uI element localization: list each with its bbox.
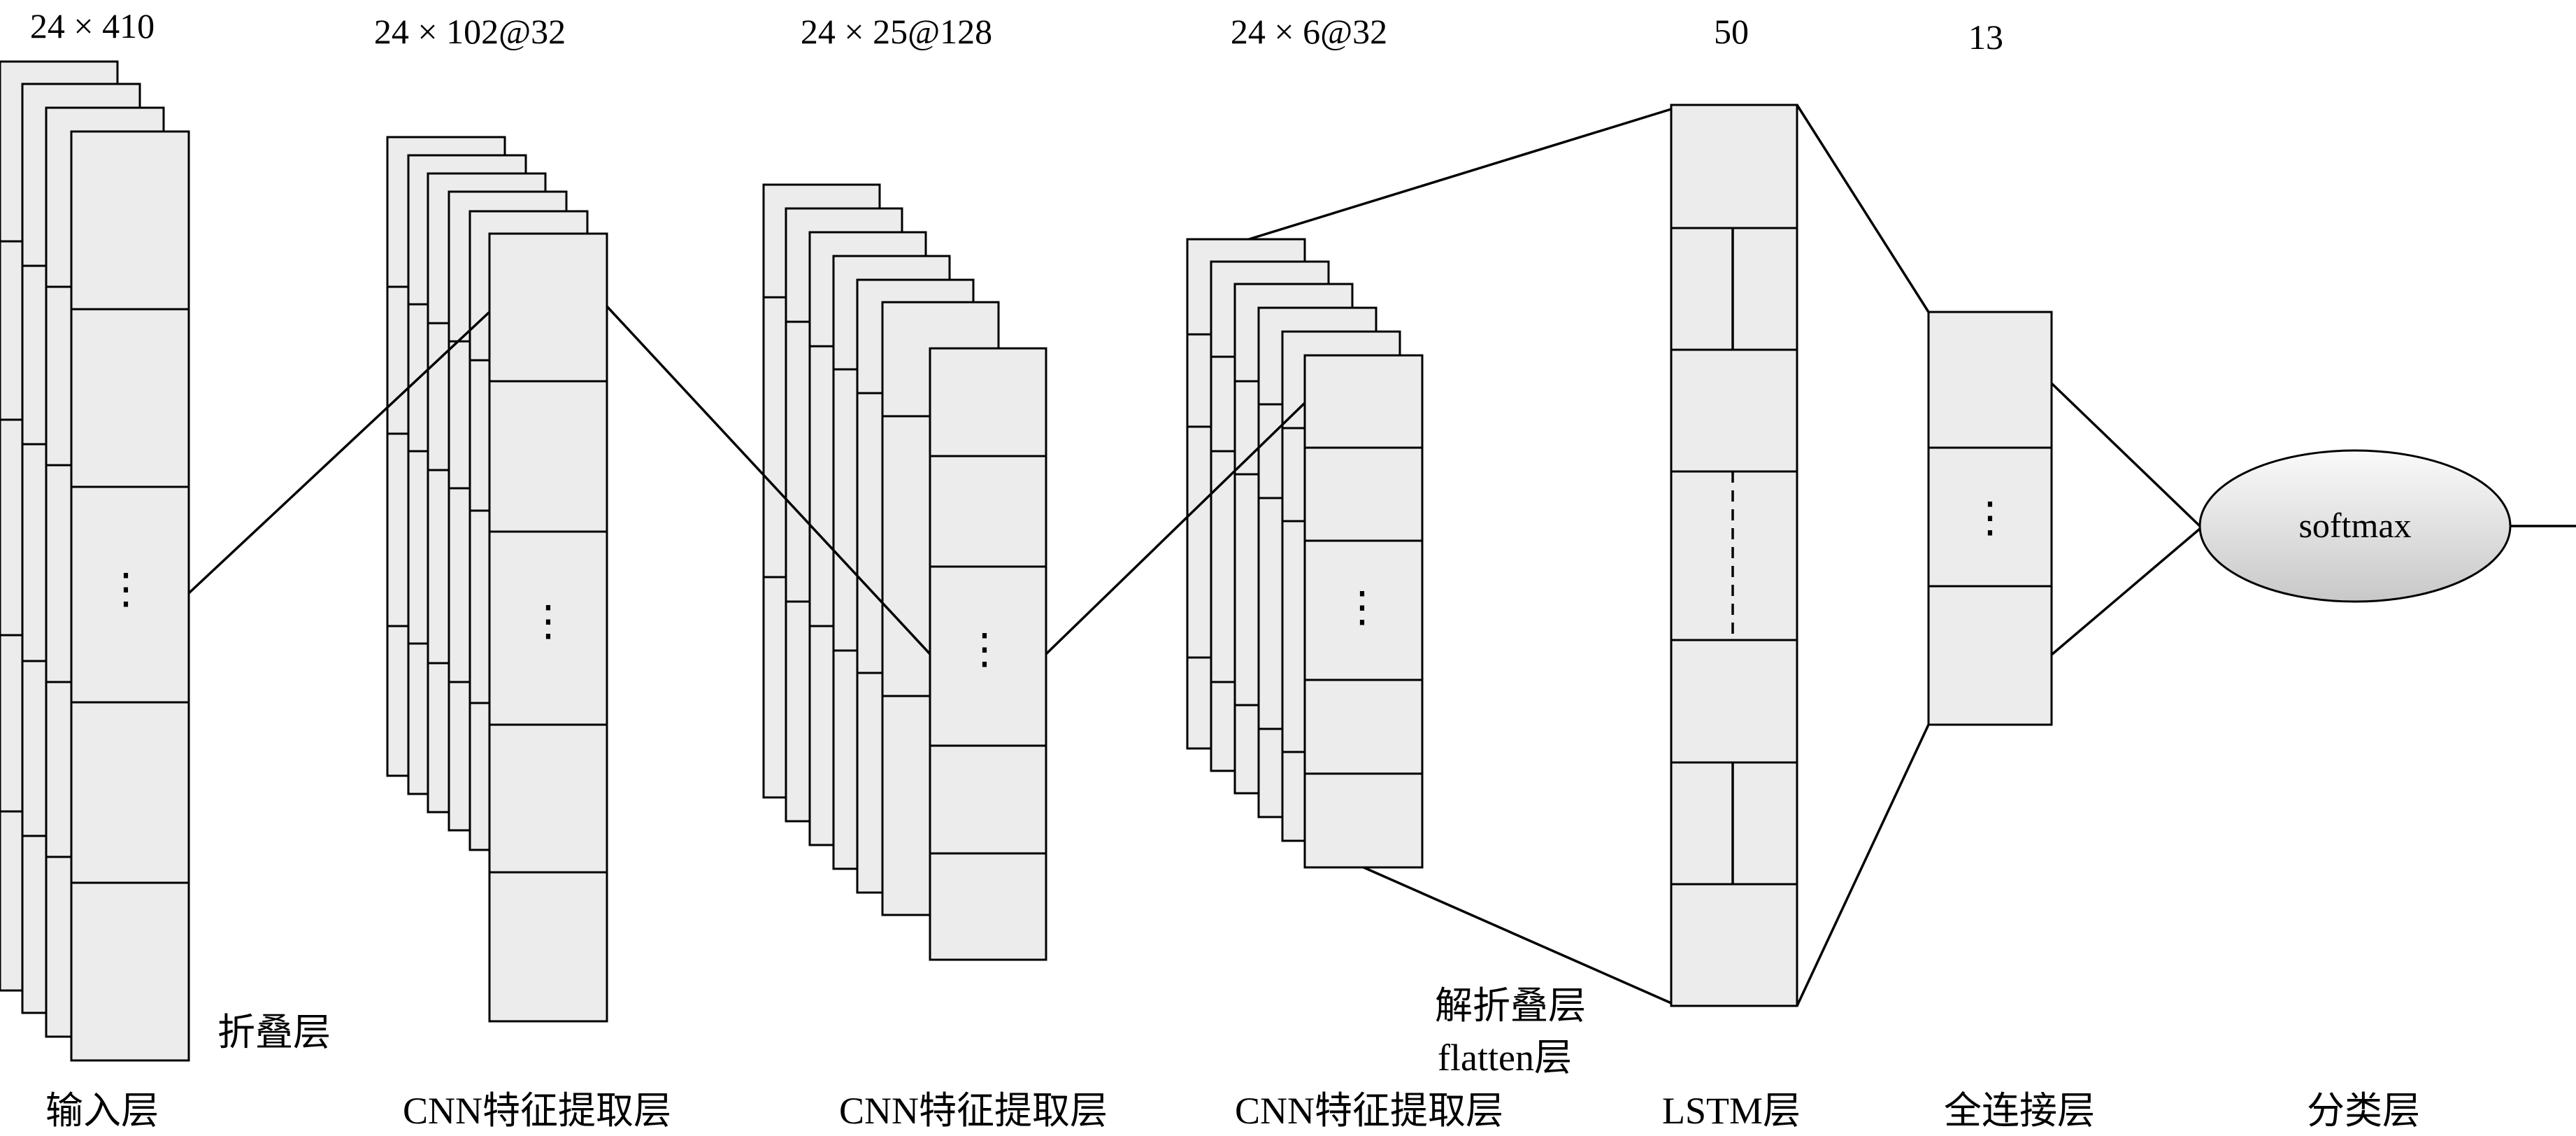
layer-label-cnn3: CNN特征提取层 [1235, 1090, 1503, 1132]
layer-label-lstm: LSTM层 [1662, 1090, 1801, 1132]
layer-label-flatten: flatten层 [1438, 1037, 1572, 1079]
arrow-cnn3-to-lstm-bottom [1363, 866, 1672, 1004]
arrow-fc-to-softmax-bottom [2050, 527, 2201, 656]
layer-label-fold: 折叠层 [217, 1011, 331, 1053]
cnn1-feature-map-stack [386, 136, 608, 1023]
layer-label-input: 输入层 [45, 1090, 159, 1132]
layer-label-unfold: 解折叠层 [1435, 985, 1586, 1027]
arrow-input-to-cnn1 [187, 311, 491, 595]
dim-label-cnn3: 24 × 6@32 [1231, 12, 1387, 51]
fc-column [1927, 311, 2053, 726]
dim-label-cnn2: 24 × 25@128 [801, 12, 992, 51]
arrow-fc-to-softmax-top [2050, 382, 2201, 527]
connection-arrows [187, 104, 2576, 1007]
input-ellipsis: ⋮ [105, 566, 147, 612]
dim-label-lstm: 50 [1714, 12, 1749, 51]
layer-label-fc: 全连接层 [1944, 1090, 2095, 1132]
fc-ellipsis: ⋮ [1969, 495, 2011, 541]
cnn2-feature-map-stack [762, 183, 1047, 961]
cnn1-ellipsis: ⋮ [527, 598, 569, 644]
cnn3-ellipsis: ⋮ [1341, 584, 1383, 630]
dim-label-input: 24 × 410 [30, 6, 155, 45]
arrow-lstm-to-fc-top [1796, 104, 1930, 313]
dim-label-cnn1: 24 × 102@32 [374, 12, 566, 51]
arrow-cnn3-to-lstm-top [1248, 108, 1672, 241]
input-layer-stack [0, 60, 190, 1062]
arrow-lstm-to-fc-bottom [1796, 724, 1930, 1007]
arrow-cnn2-to-cnn3 [1045, 402, 1306, 655]
layer-label-cnn1: CNN特征提取层 [403, 1090, 671, 1132]
cnn3-feature-map-stack [1186, 238, 1424, 869]
dim-label-fc: 13 [1968, 17, 2003, 57]
layer-label-cnn2: CNN特征提取层 [839, 1090, 1108, 1132]
softmax-label: softmax [2298, 506, 2411, 545]
layer-label-cls: 分类层 [2307, 1090, 2420, 1132]
cnn2-ellipsis: ⋮ [964, 626, 1006, 672]
lstm-column [1670, 104, 1798, 1007]
arrow-cnn1-to-cnn2 [606, 305, 931, 655]
